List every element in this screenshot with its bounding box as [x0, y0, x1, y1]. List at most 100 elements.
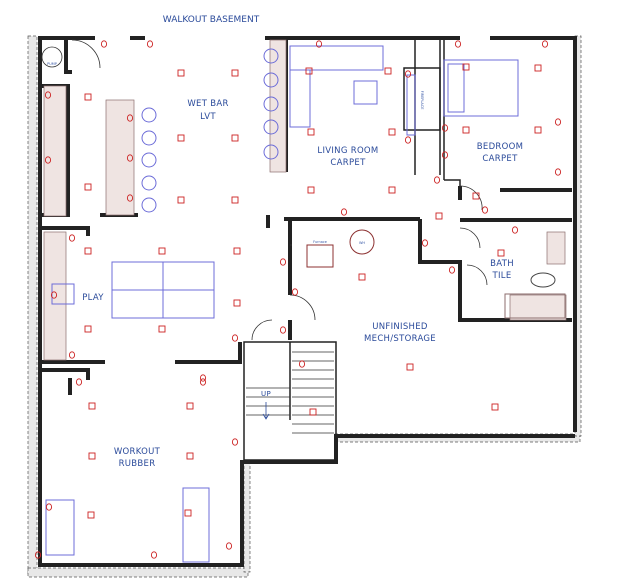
- electrical-outlet-icon: [291, 288, 299, 296]
- water-heater-label: WH: [359, 241, 365, 245]
- recessed-light-icon: [388, 128, 396, 136]
- recessed-light-icon: [231, 69, 239, 77]
- stairs-arrow-icon: [262, 402, 270, 420]
- plan-title: WALKOUT BASEMENT: [163, 15, 260, 25]
- electrical-outlet-icon: [279, 258, 287, 266]
- recessed-light-icon: [358, 273, 366, 281]
- recessed-light-icon: [309, 408, 317, 416]
- bar-stool: [263, 72, 279, 88]
- recessed-lights: [84, 63, 542, 519]
- furniture: [45, 45, 566, 563]
- electrical-outlet-icon: [199, 374, 207, 382]
- recessed-light-icon: [534, 126, 542, 134]
- bar-stool: [141, 197, 157, 213]
- electrical-outlet-icon: [554, 168, 562, 176]
- electrical-outlet-icon: [45, 503, 53, 511]
- recessed-light-icon: [462, 126, 470, 134]
- recessed-light-icon: [177, 69, 185, 77]
- electrical-outlet-icon: [454, 40, 462, 48]
- electrical-outlet-icon: [150, 551, 158, 559]
- electrical-outlet-icon: [448, 266, 456, 274]
- recessed-light-icon: [84, 325, 92, 333]
- recessed-light-icon: [491, 403, 499, 411]
- recessed-light-icon: [388, 186, 396, 194]
- electrical-outlet-icon: [44, 156, 52, 164]
- electrical-outlet-icon: [441, 151, 449, 159]
- room-floor-bedroom: CARPET: [482, 154, 518, 164]
- recessed-light-icon: [186, 452, 194, 460]
- electrical-outlet-icon: [68, 351, 76, 359]
- electrical-outlet-icon: [146, 40, 154, 48]
- room-label-workout: WORKOUT: [114, 447, 161, 457]
- recessed-light-icon: [231, 134, 239, 142]
- electrical-outlet-icon: [50, 291, 58, 299]
- room-floor-wet-bar: LVT: [200, 112, 216, 122]
- electrical-outlet-icon: [541, 40, 549, 48]
- electrical-outlet-icon: [75, 378, 83, 386]
- electrical-outlet-icon: [225, 542, 233, 550]
- room-label-bedroom: BEDROOM: [477, 142, 523, 152]
- recessed-light-icon: [158, 325, 166, 333]
- electrical-outlet-icon: [231, 334, 239, 342]
- recessed-light-icon: [184, 509, 192, 517]
- recessed-light-icon: [305, 67, 313, 75]
- electrical-outlet-icon: [68, 234, 76, 242]
- recessed-light-icon: [87, 511, 95, 519]
- electrical-outlet-icon: [404, 136, 412, 144]
- electrical-outlet-icon: [421, 239, 429, 247]
- electrical-outlet-icon: [404, 70, 412, 78]
- electrical-outlet-icon: [44, 91, 52, 99]
- room-floor-bath: TILE: [491, 271, 511, 281]
- recessed-light-icon: [158, 247, 166, 255]
- electrical-outlet-icon: [433, 176, 441, 184]
- electrical-outlet-icon: [231, 438, 239, 446]
- furnace-label: Furnace: [313, 240, 327, 244]
- recessed-light-icon: [497, 249, 505, 257]
- electrical-outlet-icon: [511, 226, 519, 234]
- fixtures: [41, 46, 375, 268]
- electrical-outlet-icon: [34, 551, 42, 559]
- room-floor-living-room: CARPET: [330, 158, 366, 168]
- recessed-light-icon: [233, 299, 241, 307]
- recessed-light-icon: [307, 186, 315, 194]
- electrical-outlet-icon: [199, 378, 207, 386]
- bar-stool: [263, 48, 279, 64]
- recessed-light-icon: [435, 212, 443, 220]
- bar-stool: [263, 96, 279, 112]
- stairs-up-label: UP: [261, 390, 271, 398]
- electrical-outlet-icon: [441, 124, 449, 132]
- electrical-outlet-icon: [100, 40, 108, 48]
- bar-stool: [141, 152, 157, 168]
- recessed-light-icon: [177, 196, 185, 204]
- bar-stool: [263, 144, 279, 160]
- recessed-light-icon: [84, 183, 92, 191]
- recessed-light-icon: [307, 128, 315, 136]
- room-floor-unfinished: MECH/STORAGE: [364, 334, 436, 344]
- cabinetry: [43, 39, 567, 361]
- recessed-light-icon: [186, 402, 194, 410]
- electrical-outlet-icon: [554, 118, 562, 126]
- electrical-outlet-icon: [126, 194, 134, 202]
- room-label-wet-bar: WET BAR: [187, 99, 228, 109]
- recessed-light-icon: [462, 63, 470, 71]
- electrical-outlets: [34, 40, 562, 559]
- electrical-outlet-icon: [340, 208, 348, 216]
- recessed-light-icon: [84, 93, 92, 101]
- room-label-play: PLAY: [82, 293, 104, 303]
- electrical-outlet-icon: [126, 154, 134, 162]
- electrical-outlet-icon: [126, 114, 134, 122]
- recessed-light-icon: [534, 64, 542, 72]
- recessed-light-icon: [472, 192, 480, 200]
- bar-stool: [141, 130, 157, 146]
- recessed-light-icon: [88, 452, 96, 460]
- recessed-light-icon: [231, 196, 239, 204]
- room-floor-workout: RUBBER: [119, 459, 156, 469]
- fireplace-label: FIREPLACE: [420, 91, 424, 110]
- bar-stool: [263, 119, 279, 135]
- bar-stool: [141, 107, 157, 123]
- recessed-light-icon: [406, 363, 414, 371]
- room-label-living-room: LIVING ROOM: [317, 146, 378, 156]
- room-label-bath: BATH: [490, 259, 514, 269]
- recessed-light-icon: [384, 67, 392, 75]
- recessed-light-icon: [177, 134, 185, 142]
